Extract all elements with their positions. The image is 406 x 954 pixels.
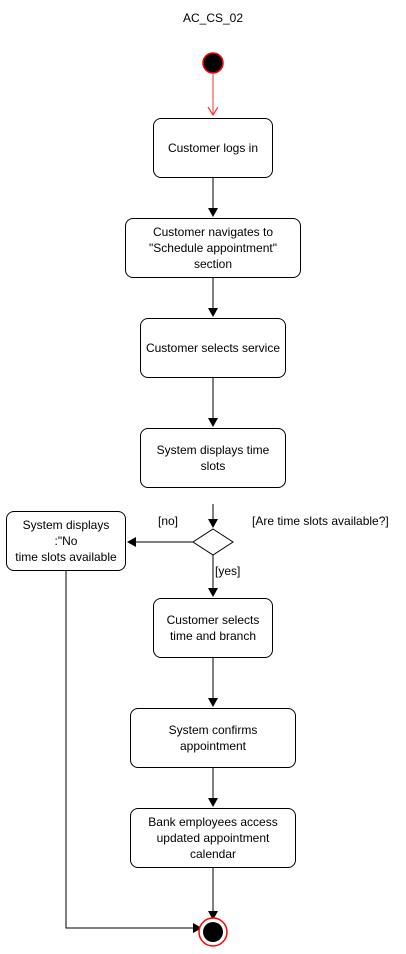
node-system-confirms: System confirms appointment	[130, 708, 296, 768]
node-customer-logs-in: Customer logs in	[153, 118, 273, 178]
node-system-displays-time-slots: System displays time slots	[140, 428, 286, 488]
node-system-displays-no-slots: System displays :"No time slots availabl…	[6, 511, 126, 571]
decision-yes-label: [yes]	[215, 564, 241, 578]
diagram-title: AC_CS_02	[182, 11, 244, 25]
node-customer-selects-service: Customer selects service	[140, 318, 286, 378]
decision-no-label: [no]	[158, 514, 179, 528]
edge-noslots-to-end	[65, 571, 202, 933]
node-bank-employees-calendar: Bank employees access updated appointmen…	[130, 808, 296, 868]
start-node	[202, 52, 224, 74]
end-node-core	[203, 922, 223, 942]
node-customer-selects-time: Customer selects time and branch	[153, 598, 273, 658]
decision-diamond	[192, 528, 234, 556]
node-customer-navigates: Customer navigates to "Schedule appointm…	[125, 218, 301, 278]
decision-question-label: [Are time slots available?]	[252, 514, 389, 528]
